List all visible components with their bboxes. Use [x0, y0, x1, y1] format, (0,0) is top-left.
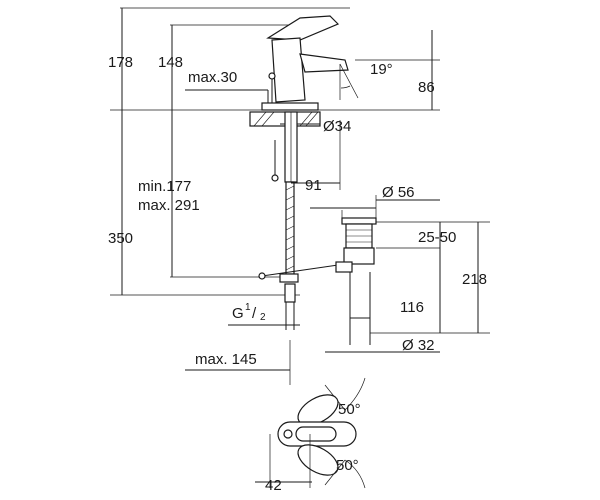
dim-dia56: Ø 56 [310, 184, 440, 220]
dia32-label: Ø 32 [402, 337, 435, 354]
max291-label: max. 291 [138, 197, 200, 214]
max145-label: max. 145 [195, 351, 257, 368]
g-numerator: 1 [245, 302, 251, 313]
min177-label: min.177 [138, 178, 191, 195]
lever-top-view: 50° 50° 42 [255, 377, 366, 494]
dim-25-50: 25-50 [376, 221, 490, 268]
dim-g-half: G 1 / 2 [228, 302, 300, 326]
g-denominator: 2 [260, 312, 266, 323]
angle-50-bottom-label: 50° [336, 457, 359, 474]
drain-assembly [335, 217, 377, 345]
dim-86-label: 86 [418, 79, 435, 96]
dim-86: 86 [355, 30, 440, 110]
dia34-label: Ø34 [323, 118, 351, 135]
mounting-shaft [258, 111, 346, 330]
max30-label: max.30 [188, 69, 237, 86]
dim-dia32: Ø 32 [325, 337, 440, 354]
angle-19-label: 19° [370, 61, 393, 78]
faucet-body [261, 15, 349, 111]
g-label: G [232, 305, 244, 322]
dim-91: 91 [291, 120, 341, 194]
g-fraction-slash: / [252, 305, 257, 322]
dim-91-label: 91 [305, 177, 322, 194]
dim-116-label: 116 [400, 299, 424, 316]
dim-25-50-label: 25-50 [418, 229, 456, 246]
dim-116: 116 [400, 268, 441, 333]
dim-max145: max. 145 [185, 340, 291, 385]
dim-218: 218 [370, 222, 490, 334]
dia56-label: Ø 56 [382, 184, 415, 201]
dim-350-label: 350 [108, 230, 133, 247]
dim-218-label: 218 [462, 271, 487, 288]
dim-178-label: 178 [108, 54, 133, 71]
dim-42-label: 42 [265, 477, 282, 494]
angle-19: 19° [339, 61, 393, 100]
dim-148-label: 148 [158, 54, 183, 71]
angle-50-top-label: 50° [338, 401, 361, 418]
